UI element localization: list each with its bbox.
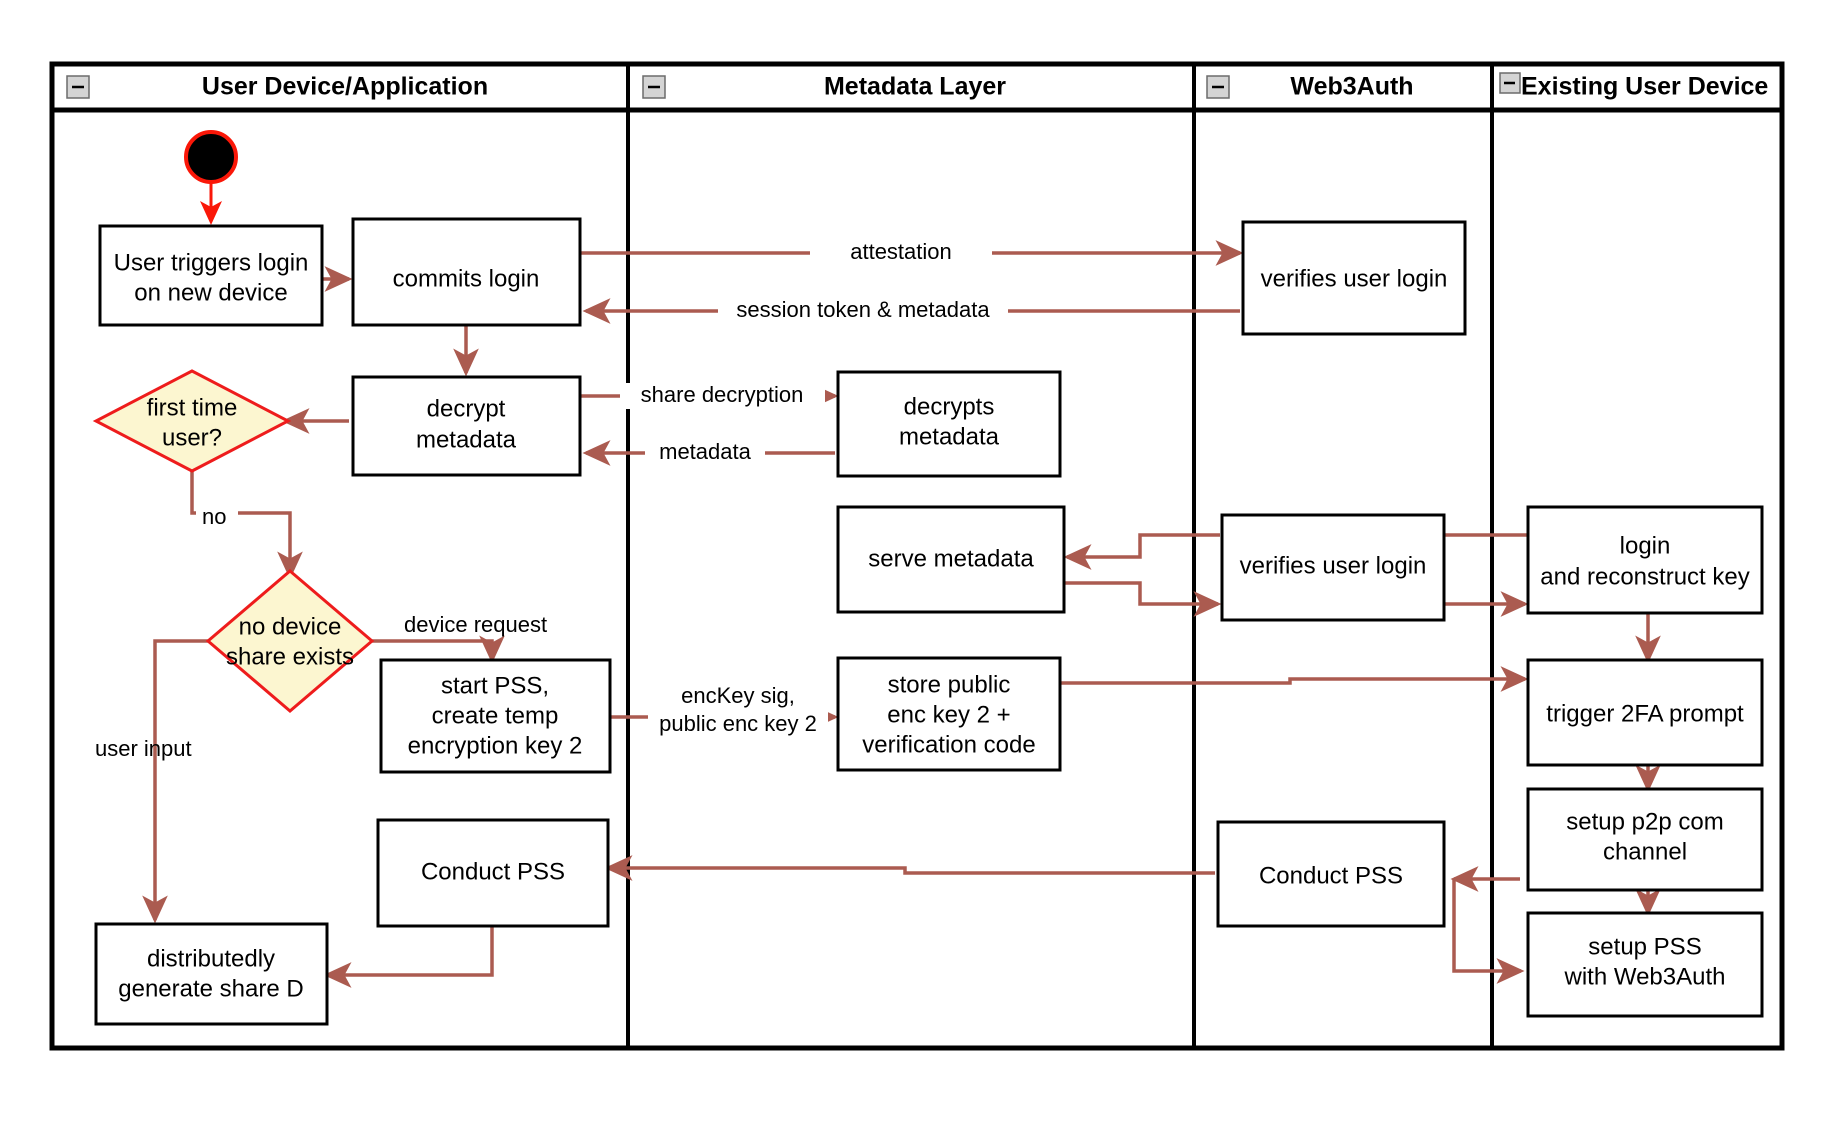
node-commits-login[interactable]: commits login — [351, 217, 582, 327]
lane-title-web3auth: Web3Auth — [1290, 73, 1413, 101]
node-label-start-pss-line3: encryption key 2 — [408, 732, 583, 759]
node-label-setup-pss-line2: with Web3Auth — [1564, 963, 1726, 990]
collapse-minus-icon-lane-0[interactable] — [66, 75, 90, 99]
node-label-verifies-top: verifies user login — [1261, 265, 1448, 292]
node-label-trigger-2fa: trigger 2FA prompt — [1546, 700, 1744, 727]
node-label-decrypt-metadata-line2: metadata — [416, 426, 517, 453]
node-start-pss[interactable]: start PSS, create temp encryption key 2 — [379, 658, 612, 774]
edge-label-user-input: user input — [95, 736, 192, 761]
node-label-user-triggers-login-line2: on new device — [134, 279, 287, 306]
node-setup-p2p-com-channel[interactable]: setup p2p com channel — [1526, 787, 1764, 892]
node-label-no-device-share-line2: share exists — [226, 643, 354, 670]
node-distributedly-generate-share-d[interactable]: distributedly generate share D — [94, 922, 329, 1026]
edge-attestation: attestation — [580, 239, 1244, 266]
edge-store-to-2fa — [1061, 666, 1529, 692]
collapse-minus-icon-lane-2[interactable] — [1206, 75, 1230, 99]
node-label-setup-p2p-line2: channel — [1603, 838, 1687, 865]
node-label-setup-pss-line1: setup PSS — [1588, 933, 1701, 960]
node-label-commits-login: commits login — [393, 265, 540, 292]
node-serve-metadata[interactable]: serve metadata — [836, 505, 1066, 614]
lane-header-user-device[interactable]: User Device/Application — [66, 73, 488, 101]
node-login-and-reconstruct-key[interactable]: login and reconstruct key — [1526, 505, 1764, 615]
edge-no: no — [190, 471, 303, 580]
edge-label-metadata: metadata — [659, 439, 751, 464]
node-conduct-pss-web3auth[interactable]: Conduct PSS — [1216, 820, 1446, 928]
node-label-no-device-share-line1: no device — [239, 613, 342, 640]
lane-header-web3auth[interactable]: Web3Auth — [1206, 73, 1414, 101]
lane-title-existing-device: Existing User Device — [1521, 73, 1768, 101]
edge-label-attestation: attestation — [850, 239, 952, 264]
node-conduct-pss-user[interactable]: Conduct PSS — [376, 818, 610, 928]
edge-serve-to-verifies-mid — [1063, 581, 1222, 617]
edge-setup-pss-to-conduct-web3auth — [1452, 879, 1525, 984]
lane-header-metadata[interactable]: Metadata Layer — [642, 73, 1006, 101]
lane-title-user-device: User Device/Application — [202, 73, 488, 101]
edge-label-enckey-sig-line1: encKey sig, — [681, 683, 795, 708]
node-trigger-2fa-prompt[interactable]: trigger 2FA prompt — [1526, 658, 1764, 767]
edge-label-device-request: device request — [404, 612, 547, 637]
node-decrypt-metadata[interactable]: decrypt metadata — [351, 375, 582, 477]
edge-label-session-token: session token & metadata — [736, 297, 990, 322]
node-no-device-share-exists[interactable]: no device share exists — [205, 569, 375, 713]
node-label-store-public-line2: enc key 2 + — [887, 701, 1010, 728]
node-label-share-d-line2: generate share D — [118, 975, 303, 1002]
edge-enckey-sig: encKey sig, public enc key 2 — [610, 680, 839, 740]
node-first-time-user[interactable]: first time user? — [92, 369, 292, 473]
edge-user-input: user input — [95, 639, 208, 924]
collapse-minus-icon-lane-1[interactable] — [642, 75, 666, 99]
node-label-conduct-pss-user: Conduct PSS — [421, 858, 565, 885]
node-label-login-reconstruct-line1: login — [1620, 532, 1671, 559]
node-label-login-reconstruct-line2: and reconstruct key — [1540, 563, 1749, 590]
edge-conduct-user-to-share-d — [323, 926, 494, 988]
edge-device-request: device request — [372, 612, 547, 664]
node-label-first-time-user-line2: user? — [162, 424, 222, 451]
node-label-decrypt-metadata-line1: decrypt — [427, 395, 506, 422]
node-label-serve-metadata: serve metadata — [868, 545, 1034, 572]
node-verifies-user-login-top[interactable]: verifies user login — [1241, 220, 1467, 336]
edge-label-share-decryption: share decryption — [641, 382, 804, 407]
node-decrypts-metadata[interactable]: decrypts metadata — [836, 370, 1062, 478]
edge-share-decryption: share decryption — [580, 382, 839, 409]
node-label-decrypts-metadata-line1: decrypts — [904, 393, 995, 420]
node-label-conduct-pss-web3auth: Conduct PSS — [1259, 862, 1403, 889]
lane-title-metadata: Metadata Layer — [824, 73, 1006, 101]
node-label-store-public-line1: store public — [888, 671, 1011, 698]
edge-conduct-web3auth-to-conduct-user — [604, 855, 1215, 881]
node-user-triggers-login[interactable]: User triggers login on new device — [98, 224, 324, 327]
node-store-public-enc-key[interactable]: store public enc key 2 + verification co… — [836, 656, 1062, 772]
lane-header-existing-device[interactable]: Existing User Device — [1499, 72, 1768, 101]
node-setup-pss-with-web3auth[interactable]: setup PSS with Web3Auth — [1526, 911, 1764, 1018]
node-verifies-user-login-mid[interactable]: verifies user login — [1220, 513, 1446, 622]
edge-verifies-mid-to-serve — [1063, 533, 1220, 570]
node-label-start-pss-line2: create temp — [432, 702, 559, 729]
collapse-minus-icon-lane-3[interactable] — [1499, 72, 1521, 94]
node-label-user-triggers-login-line1: User triggers login — [114, 249, 309, 276]
edge-session-token: session token & metadata — [582, 297, 1240, 324]
node-label-setup-p2p-line1: setup p2p com — [1566, 808, 1723, 835]
edge-label-no: no — [202, 504, 226, 529]
edge-label-enckey-sig-line2: public enc key 2 — [659, 711, 817, 736]
node-label-verifies-mid: verifies user login — [1240, 552, 1427, 579]
node-label-decrypts-metadata-line2: metadata — [899, 423, 1000, 450]
edge-metadata: metadata — [582, 439, 835, 466]
node-label-start-pss-line1: start PSS, — [441, 672, 549, 699]
node-label-store-public-line3: verification code — [862, 731, 1035, 758]
node-label-share-d-line1: distributedly — [147, 945, 275, 972]
start-node — [184, 130, 238, 184]
node-label-first-time-user-line1: first time — [147, 394, 238, 421]
